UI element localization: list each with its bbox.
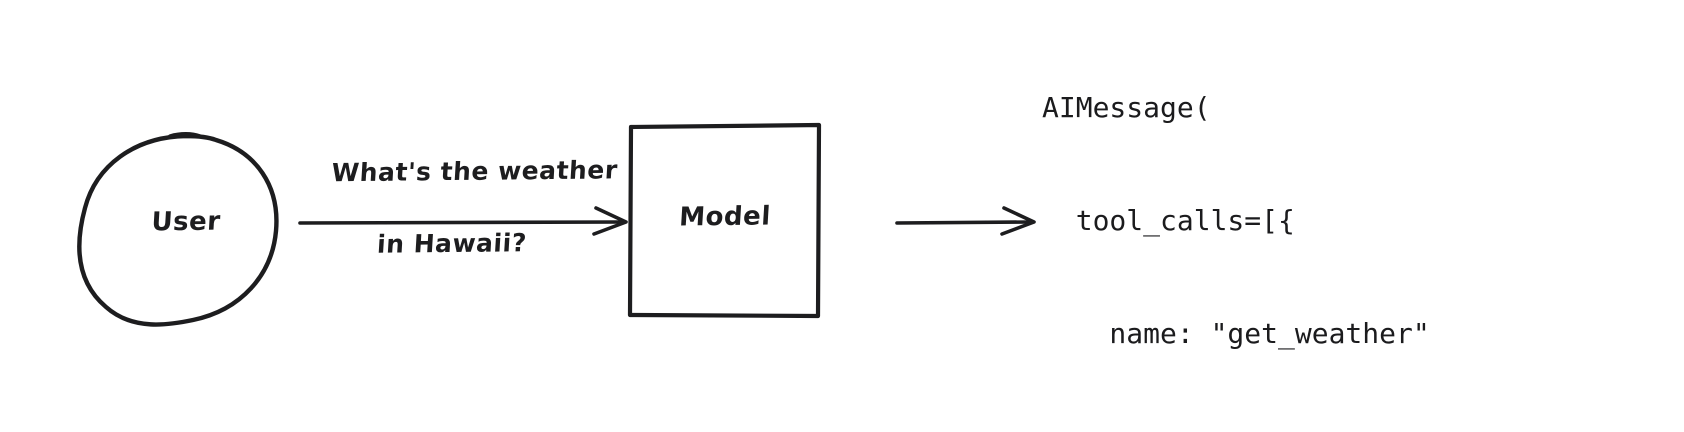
- arrow-user-to-model-shaft: [298, 220, 626, 225]
- ai-message-code-block: AIMessage( tool_calls=[{ name: "get_weat…: [1042, 14, 1463, 432]
- arrow-model-to-message-head: [1000, 206, 1036, 236]
- arrow-user-to-model-head: [592, 206, 628, 236]
- code-line: tool_calls=[{: [1042, 203, 1295, 237]
- code-line: name: "get_weather": [1042, 316, 1430, 350]
- user-circle-shape: [77, 133, 279, 327]
- code-line: args: {: [1042, 428, 1463, 432]
- user-circle-overshoot: [168, 132, 202, 138]
- code-line: AIMessage(: [1042, 91, 1211, 125]
- edge-label-line-1: What's the weather: [330, 155, 619, 188]
- arrow-model-to-message-shaft: [895, 220, 1034, 225]
- edge-label-line-2: in Hawaii?: [376, 228, 528, 259]
- edge-label-user-question: What's the weather in Hawaii?: [281, 116, 624, 335]
- model-box-shape: [627, 122, 822, 319]
- model-node-label: Model: [678, 201, 772, 233]
